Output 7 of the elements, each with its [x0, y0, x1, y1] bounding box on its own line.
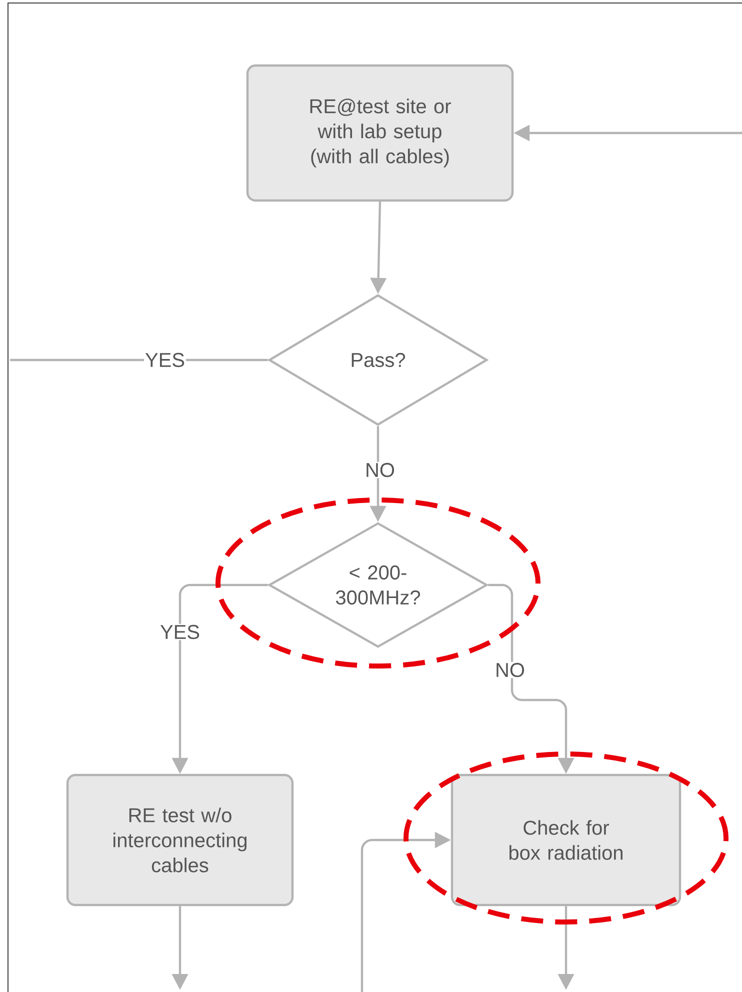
process-box: Check for box radiation [450, 774, 682, 906]
edge-label: YES [144, 352, 186, 368]
edge-label: NO [494, 662, 526, 678]
edge-label: YES [159, 624, 201, 640]
edge-label: NO [364, 462, 396, 478]
process-box: RE test w/o interconnecting cables [66, 774, 294, 906]
process-box: RE@test site or with lab setup (with all cables) [246, 64, 514, 202]
